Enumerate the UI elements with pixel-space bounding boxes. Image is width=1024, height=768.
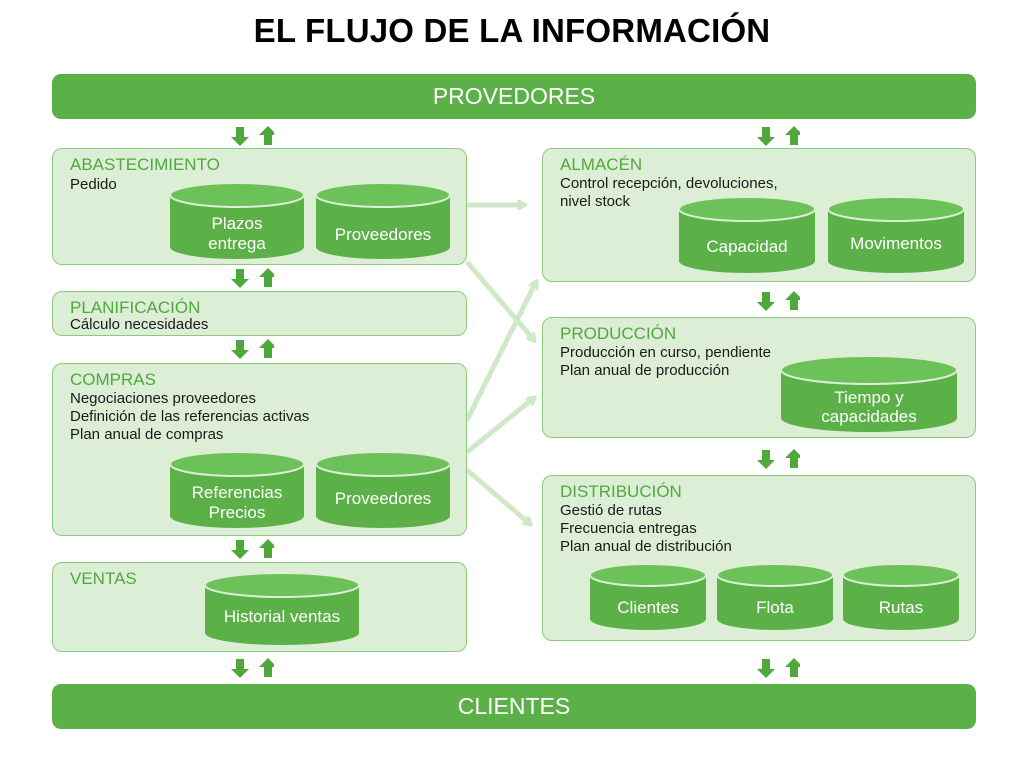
almacen-line: Control recepción, devoluciones, [560, 175, 778, 192]
updown-arrows-icon [231, 339, 274, 359]
updown-arrows-icon [757, 126, 800, 146]
flota-database: Flota [716, 563, 834, 630]
updown-arrows-icon [231, 268, 274, 288]
produccion-heading: PRODUCCIÓN [560, 324, 677, 343]
produccion-line: Plan anual de producción [560, 362, 730, 379]
compras-line: Plan anual de compras [70, 426, 224, 443]
compras-line: Negociaciones proveedores [70, 390, 256, 407]
updown-arrows-icon [757, 658, 800, 678]
planificacion-line: Cálculo necesidades [70, 316, 209, 333]
compras-line: Definición de las referencias activas [70, 408, 310, 425]
almacen-line: nivel stock [560, 193, 631, 210]
planificacion-heading: PLANIFICACIÓN [70, 298, 201, 317]
distribucion-line: Plan anual de distribución [560, 538, 732, 555]
almacen-box: ALMACÉN Control recepción, devoluciones,… [542, 148, 976, 282]
plazos-entrega-database: Plazos entrega [169, 182, 305, 259]
referencias-precios-database: Referencias Precios [169, 451, 305, 528]
rutas-database: Rutas [842, 563, 960, 630]
page-title: EL FLUJO DE LA INFORMACIÓN [253, 12, 771, 49]
flow-abast-to-produccion [465, 260, 534, 340]
flow-compras-to-distribucion [465, 468, 530, 524]
suppliers-bar: PROVEDORES [52, 74, 976, 119]
updown-arrows-icon [231, 126, 274, 146]
movimentos-database: Movimentos [827, 196, 965, 273]
proveedores-database: Proveedores [315, 451, 451, 528]
distribucion-line: Gestió de rutas [560, 502, 662, 519]
produccion-box: PRODUCCIÓN Producción en curso, pendient… [542, 317, 976, 438]
abastecimiento-heading: ABASTECIMIENTO [70, 155, 220, 174]
flow-compras-to-produccion [465, 398, 534, 454]
historial-ventas-database: Historial ventas [204, 572, 360, 645]
almacen-heading: ALMACÉN [560, 155, 643, 174]
capacidad-database: Capacidad [678, 196, 816, 273]
clients-bar: CLIENTES [52, 684, 976, 729]
abastecimiento-line: Pedido [70, 176, 117, 193]
updown-arrows-icon [231, 539, 274, 559]
flow-compras-to-almacen [464, 282, 536, 422]
updown-arrows-icon [757, 291, 800, 311]
produccion-line: Producción en curso, pendiente [560, 344, 771, 361]
distribucion-heading: DISTRIBUCIÓN [560, 482, 682, 501]
updown-arrows-icon [757, 449, 800, 469]
abastecimiento-box: ABASTECIMIENTO Pedido Plazos entrega Pro… [52, 148, 467, 265]
distribucion-line: Frecuencia entregas [560, 520, 697, 537]
ventas-heading: VENTAS [70, 569, 137, 588]
compras-heading: COMPRAS [70, 370, 156, 389]
proveedores-database: Proveedores [315, 182, 451, 259]
planificacion-box: PLANIFICACIÓN Cálculo necesidades [52, 291, 467, 336]
tiempo-capacidades-database: Tiempo y capacidades [780, 355, 958, 432]
compras-box: COMPRAS Negociaciones proveedores Defini… [52, 363, 467, 536]
clientes-database: Clientes [589, 563, 707, 630]
updown-arrows-icon [231, 658, 274, 678]
distribucion-box: DISTRIBUCIÓN Gestió de rutas Frecuencia … [542, 475, 976, 641]
ventas-box: VENTAS Historial ventas [52, 562, 467, 652]
